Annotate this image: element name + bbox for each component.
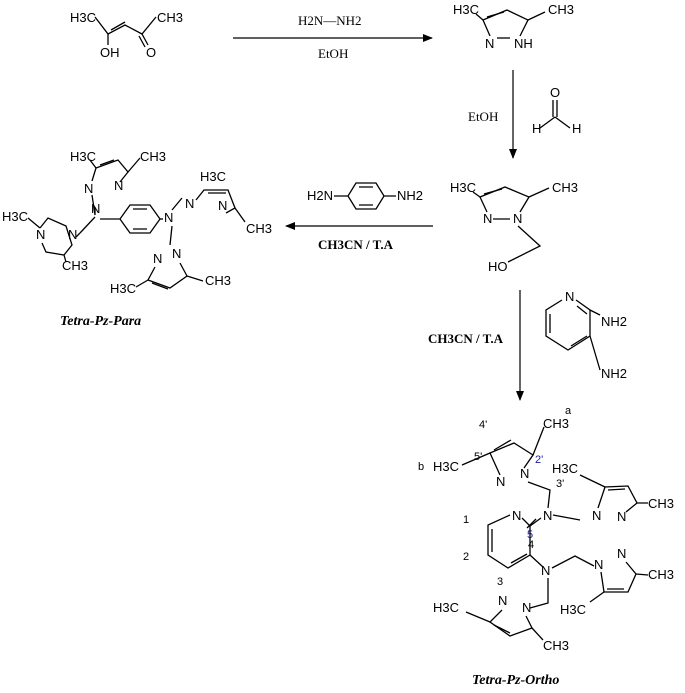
atom-label: N xyxy=(36,227,45,242)
label-3p: 3' xyxy=(556,478,564,490)
atom-label: N xyxy=(543,508,552,523)
atom-label: CH3 xyxy=(648,567,674,582)
atom-label: CH3 xyxy=(62,258,88,273)
atom-label: N xyxy=(498,593,507,608)
atom-label: CH3 xyxy=(543,638,569,653)
atom-label: NH xyxy=(514,36,533,51)
step2-arrow: EtOH O H H xyxy=(468,70,581,159)
atom-label: NH2 xyxy=(601,366,627,381)
atom-label: N xyxy=(84,181,93,196)
atom-label: H xyxy=(572,121,581,136)
step4-arrow: CH3CN / T.A N NH2 NH2 xyxy=(428,289,627,401)
label-3: 3 xyxy=(497,576,503,588)
atom-label: N xyxy=(185,196,194,211)
atom-label: H3C xyxy=(433,600,459,615)
atom-label: H3C xyxy=(110,281,136,296)
atom-label: O xyxy=(146,45,156,60)
atom-label: NH2 xyxy=(397,188,423,203)
step1-reagent: H2N—NH2 xyxy=(298,13,362,28)
step2-solvent: EtOH xyxy=(468,109,498,124)
atom-label: N xyxy=(513,211,522,226)
atom-label: CH3 xyxy=(548,2,574,17)
atom-label: NH2 xyxy=(601,314,627,329)
label-5p: 5' xyxy=(474,451,482,463)
atom-label: N xyxy=(68,227,77,242)
atom-label: N xyxy=(496,474,505,489)
label-b: b xyxy=(418,461,424,473)
atom-label: H2N xyxy=(307,188,333,203)
dimethylpyrazole-structure: H3C CH3 N NH xyxy=(453,2,574,51)
atom-label: HO xyxy=(488,259,508,274)
label-4p: 4' xyxy=(479,419,487,431)
step4-condition: CH3CN / T.A xyxy=(428,331,504,346)
atom-label: N xyxy=(153,251,162,266)
atom-label: N xyxy=(617,546,626,561)
atom-label: N xyxy=(164,210,173,225)
atom-label: H3C xyxy=(560,602,586,617)
atom-label: OH xyxy=(100,45,120,60)
atom-label: N xyxy=(565,289,574,304)
atom-label: CH3 xyxy=(246,221,272,236)
atom-label: CH3 xyxy=(140,149,166,164)
atom-label: CH3 xyxy=(648,496,674,511)
label-2: 2 xyxy=(463,551,469,563)
atom-label: CH3 xyxy=(205,273,231,288)
tetra-pz-para-structure: H3C CH3 N N N H3C N N CH3 N H3C N N CH3 … xyxy=(2,149,272,329)
step3-condition: CH3CN / T.A xyxy=(318,237,394,252)
atom-label: N xyxy=(592,508,601,523)
atom-label: H3C xyxy=(200,169,226,184)
atom-label: N xyxy=(172,246,181,261)
atom-label: CH3 xyxy=(543,416,569,431)
label-4: 4 xyxy=(528,539,534,551)
atom-label: CH3 xyxy=(157,10,183,25)
atom-label: N xyxy=(594,557,603,572)
atom-label: N xyxy=(512,508,521,523)
atom-label: H3C xyxy=(450,180,476,195)
atom-label: H3C xyxy=(552,461,578,476)
atom-label: N xyxy=(91,201,100,216)
atom-label: N xyxy=(617,509,626,524)
tetra-pz-para-name: Tetra-Pz-Para xyxy=(60,314,141,329)
atom-label: N xyxy=(114,178,123,193)
tetra-pz-ortho-name: Tetra-Pz-Ortho xyxy=(472,673,559,688)
atom-label: N xyxy=(483,211,492,226)
acetylacetone-structure: H3C CH3 OH O xyxy=(70,10,183,60)
atom-label: H3C xyxy=(70,10,96,25)
atom-label: N xyxy=(522,600,531,615)
label-1: 1 xyxy=(463,514,469,526)
atom-label: H3C xyxy=(433,459,459,474)
step1-solvent: EtOH xyxy=(318,46,348,61)
atom-label: N xyxy=(520,466,529,481)
label-2p: 2' xyxy=(535,454,543,466)
step1-arrow: H2N—NH2 EtOH xyxy=(233,13,433,61)
atom-label: O xyxy=(550,85,560,100)
atom-label: H xyxy=(532,121,541,136)
atom-label: N xyxy=(485,36,494,51)
atom-label: H3C xyxy=(2,209,28,224)
atom-label: H3C xyxy=(453,2,479,17)
atom-label: H3C xyxy=(70,149,96,164)
label-a: a xyxy=(565,405,572,417)
hydroxymethylpyrazole-structure: H3C CH3 N N HO xyxy=(450,180,578,274)
tetra-pz-ortho-structure: a 4' 5' 2' b 3' 1 5 4 2 3 CH3 H3C N N N … xyxy=(418,405,674,688)
step3-arrow: CH3CN / T.A H2N NH2 xyxy=(285,182,433,252)
atom-label: N xyxy=(541,563,550,578)
atom-label: CH3 xyxy=(552,180,578,195)
atom-label: N xyxy=(218,198,227,213)
